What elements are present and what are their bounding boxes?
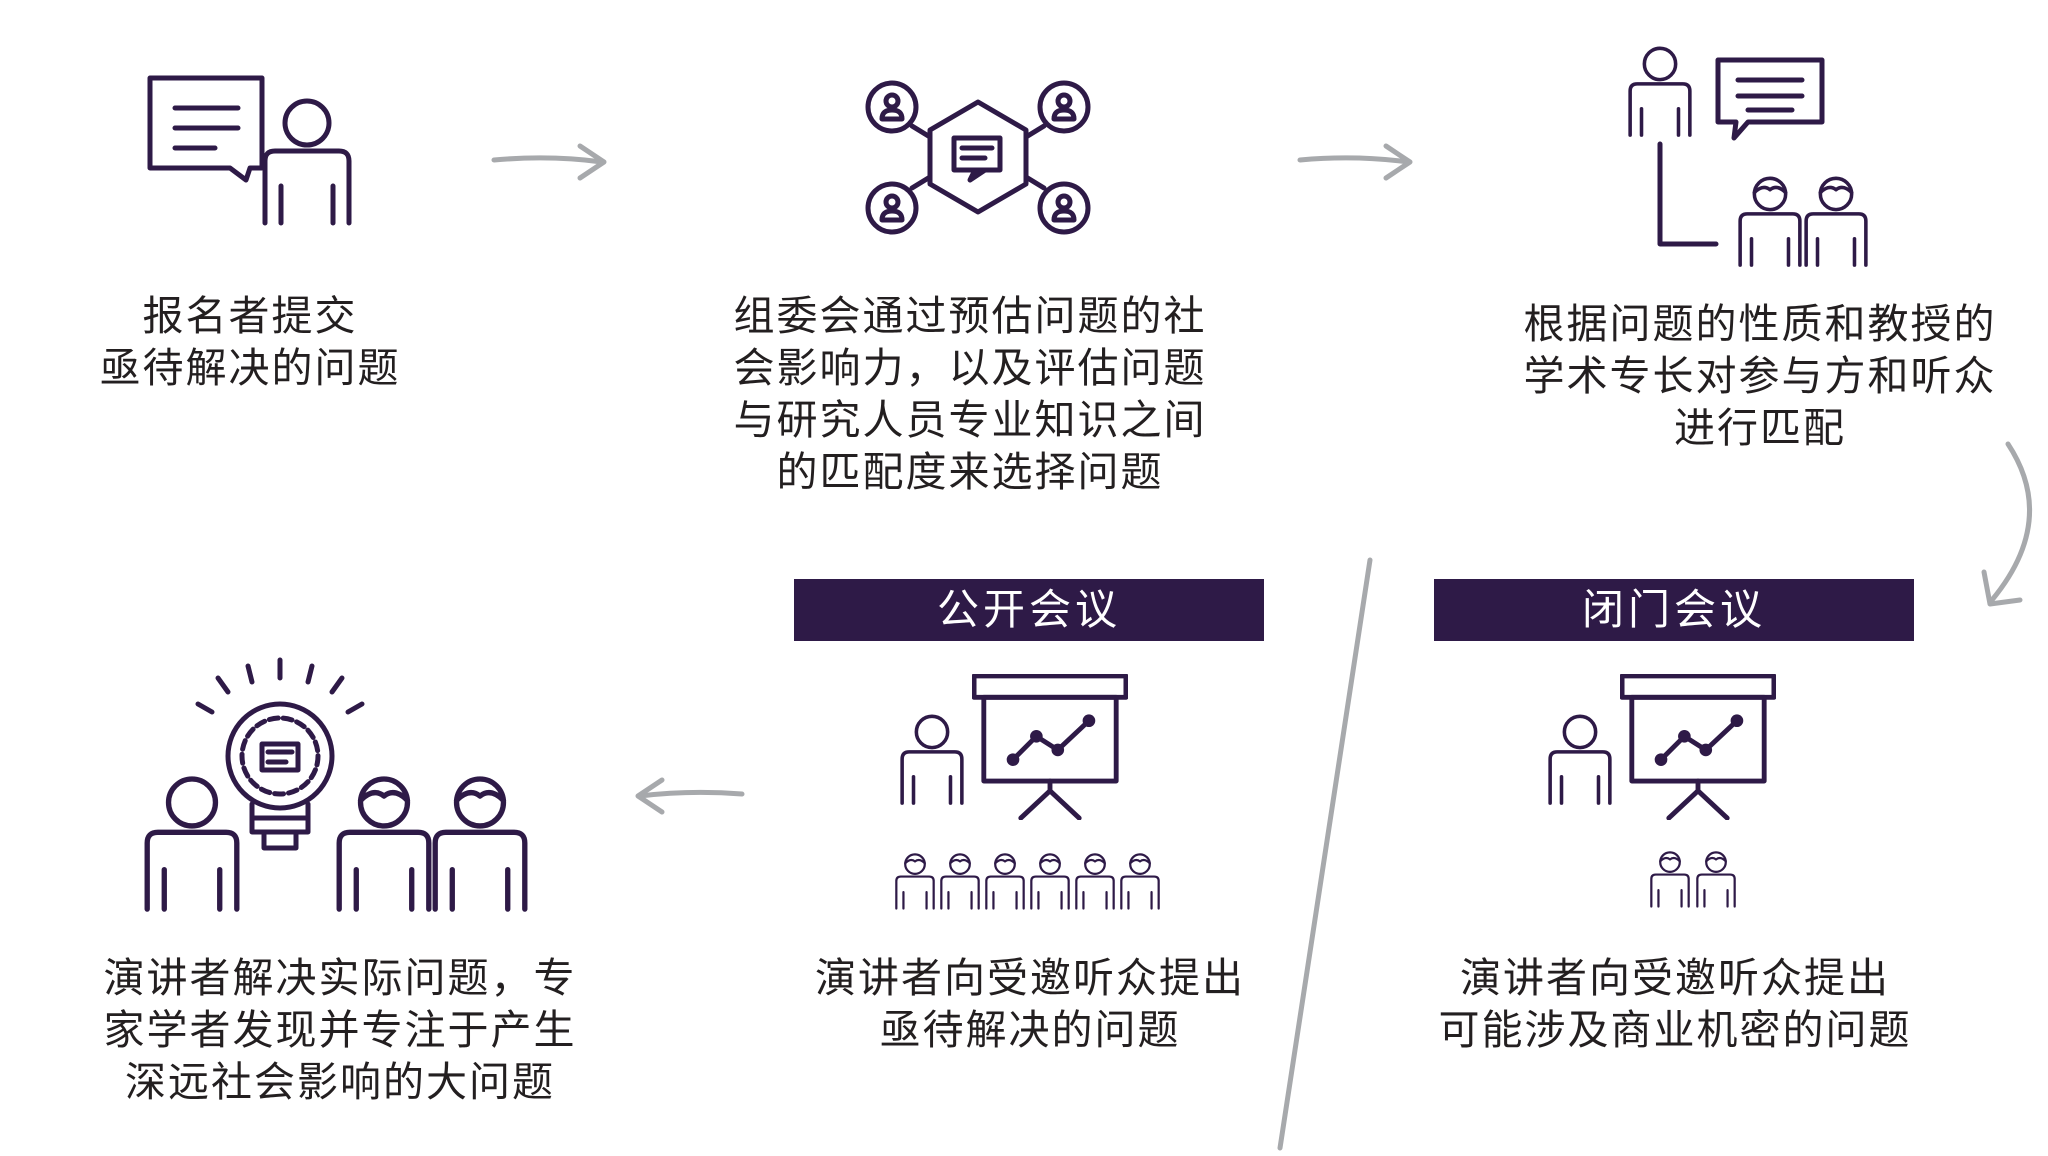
flow-arrow-3 (1989, 441, 2033, 603)
arrow-head-3 (1981, 569, 2023, 607)
public-meeting-banner: 公开会议 (794, 579, 1264, 641)
chat-person-icon (147, 75, 349, 223)
step-select-text: 组委会通过预估问题的社 会影响力，以及评估问题 与研究人员专业知识之间 的匹配度… (733, 292, 1207, 496)
flow-arrow-2 (1297, 155, 1411, 165)
divider-line (1277, 557, 1373, 1151)
arrow-head-4 (635, 777, 665, 815)
presentation-large-audience-icon (895, 676, 1160, 910)
closed-meeting-banner: 闭门会议 (1434, 579, 1914, 641)
step-submit-text: 报名者提交 亟待解决的问题 (99, 292, 401, 392)
presentation-small-audience-icon (1550, 676, 1774, 908)
flow-arrow-4 (637, 789, 745, 799)
arrow-head-2 (1383, 143, 1413, 181)
step-match-text: 根据问题的性质和教授的 学术专长对参与方和听众 进行匹配 (1523, 300, 1997, 452)
arrow-head-1 (577, 143, 607, 181)
lightbulb-team-icon (147, 657, 525, 909)
outcome-text: 演讲者解决实际问题，专 家学者发现并专注于产生 深远社会影响的大问题 (103, 954, 577, 1106)
matching-icon (1630, 48, 1866, 265)
flow-arrow-1 (491, 155, 605, 165)
network-hub-icon (868, 83, 1088, 232)
closed-meeting-text: 演讲者向受邀听众提出 可能涉及商业机密的问题 (1438, 954, 1912, 1054)
public-meeting-text: 演讲者向受邀听众提出 亟待解决的问题 (815, 954, 1245, 1054)
